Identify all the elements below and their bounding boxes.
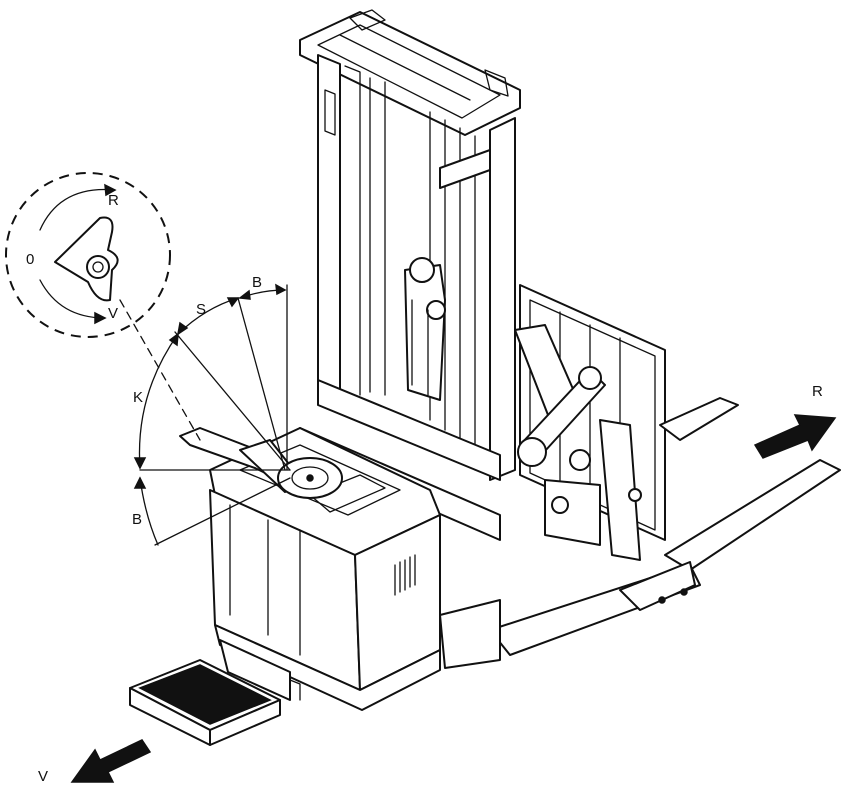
fork-carriage — [514, 284, 666, 561]
chassis — [209, 427, 441, 711]
vent-grille — [394, 554, 416, 596]
angle-b-bottom-label: B — [132, 511, 142, 528]
direction-forward-label: V — [38, 768, 48, 785]
angle-b-top-label: B — [252, 274, 262, 291]
direction-arrow-reverse — [753, 414, 837, 459]
operator-platform — [129, 639, 291, 746]
direction-reverse-label: R — [812, 383, 823, 400]
dial-forward-label: V — [108, 305, 118, 322]
angle-indicators — [119, 283, 291, 546]
dial-reverse-label: R — [108, 192, 119, 209]
forks — [439, 397, 841, 669]
tiller-arm — [179, 427, 343, 499]
dial-neutral-label: 0 — [26, 251, 34, 268]
mast — [299, 9, 521, 541]
angle-k-label: K — [133, 389, 143, 406]
control-dial-inset — [5, 172, 171, 338]
direction-arrow-forward — [70, 739, 152, 783]
angle-s-label: S — [196, 301, 206, 318]
arc-arrowheads — [133, 283, 287, 489]
